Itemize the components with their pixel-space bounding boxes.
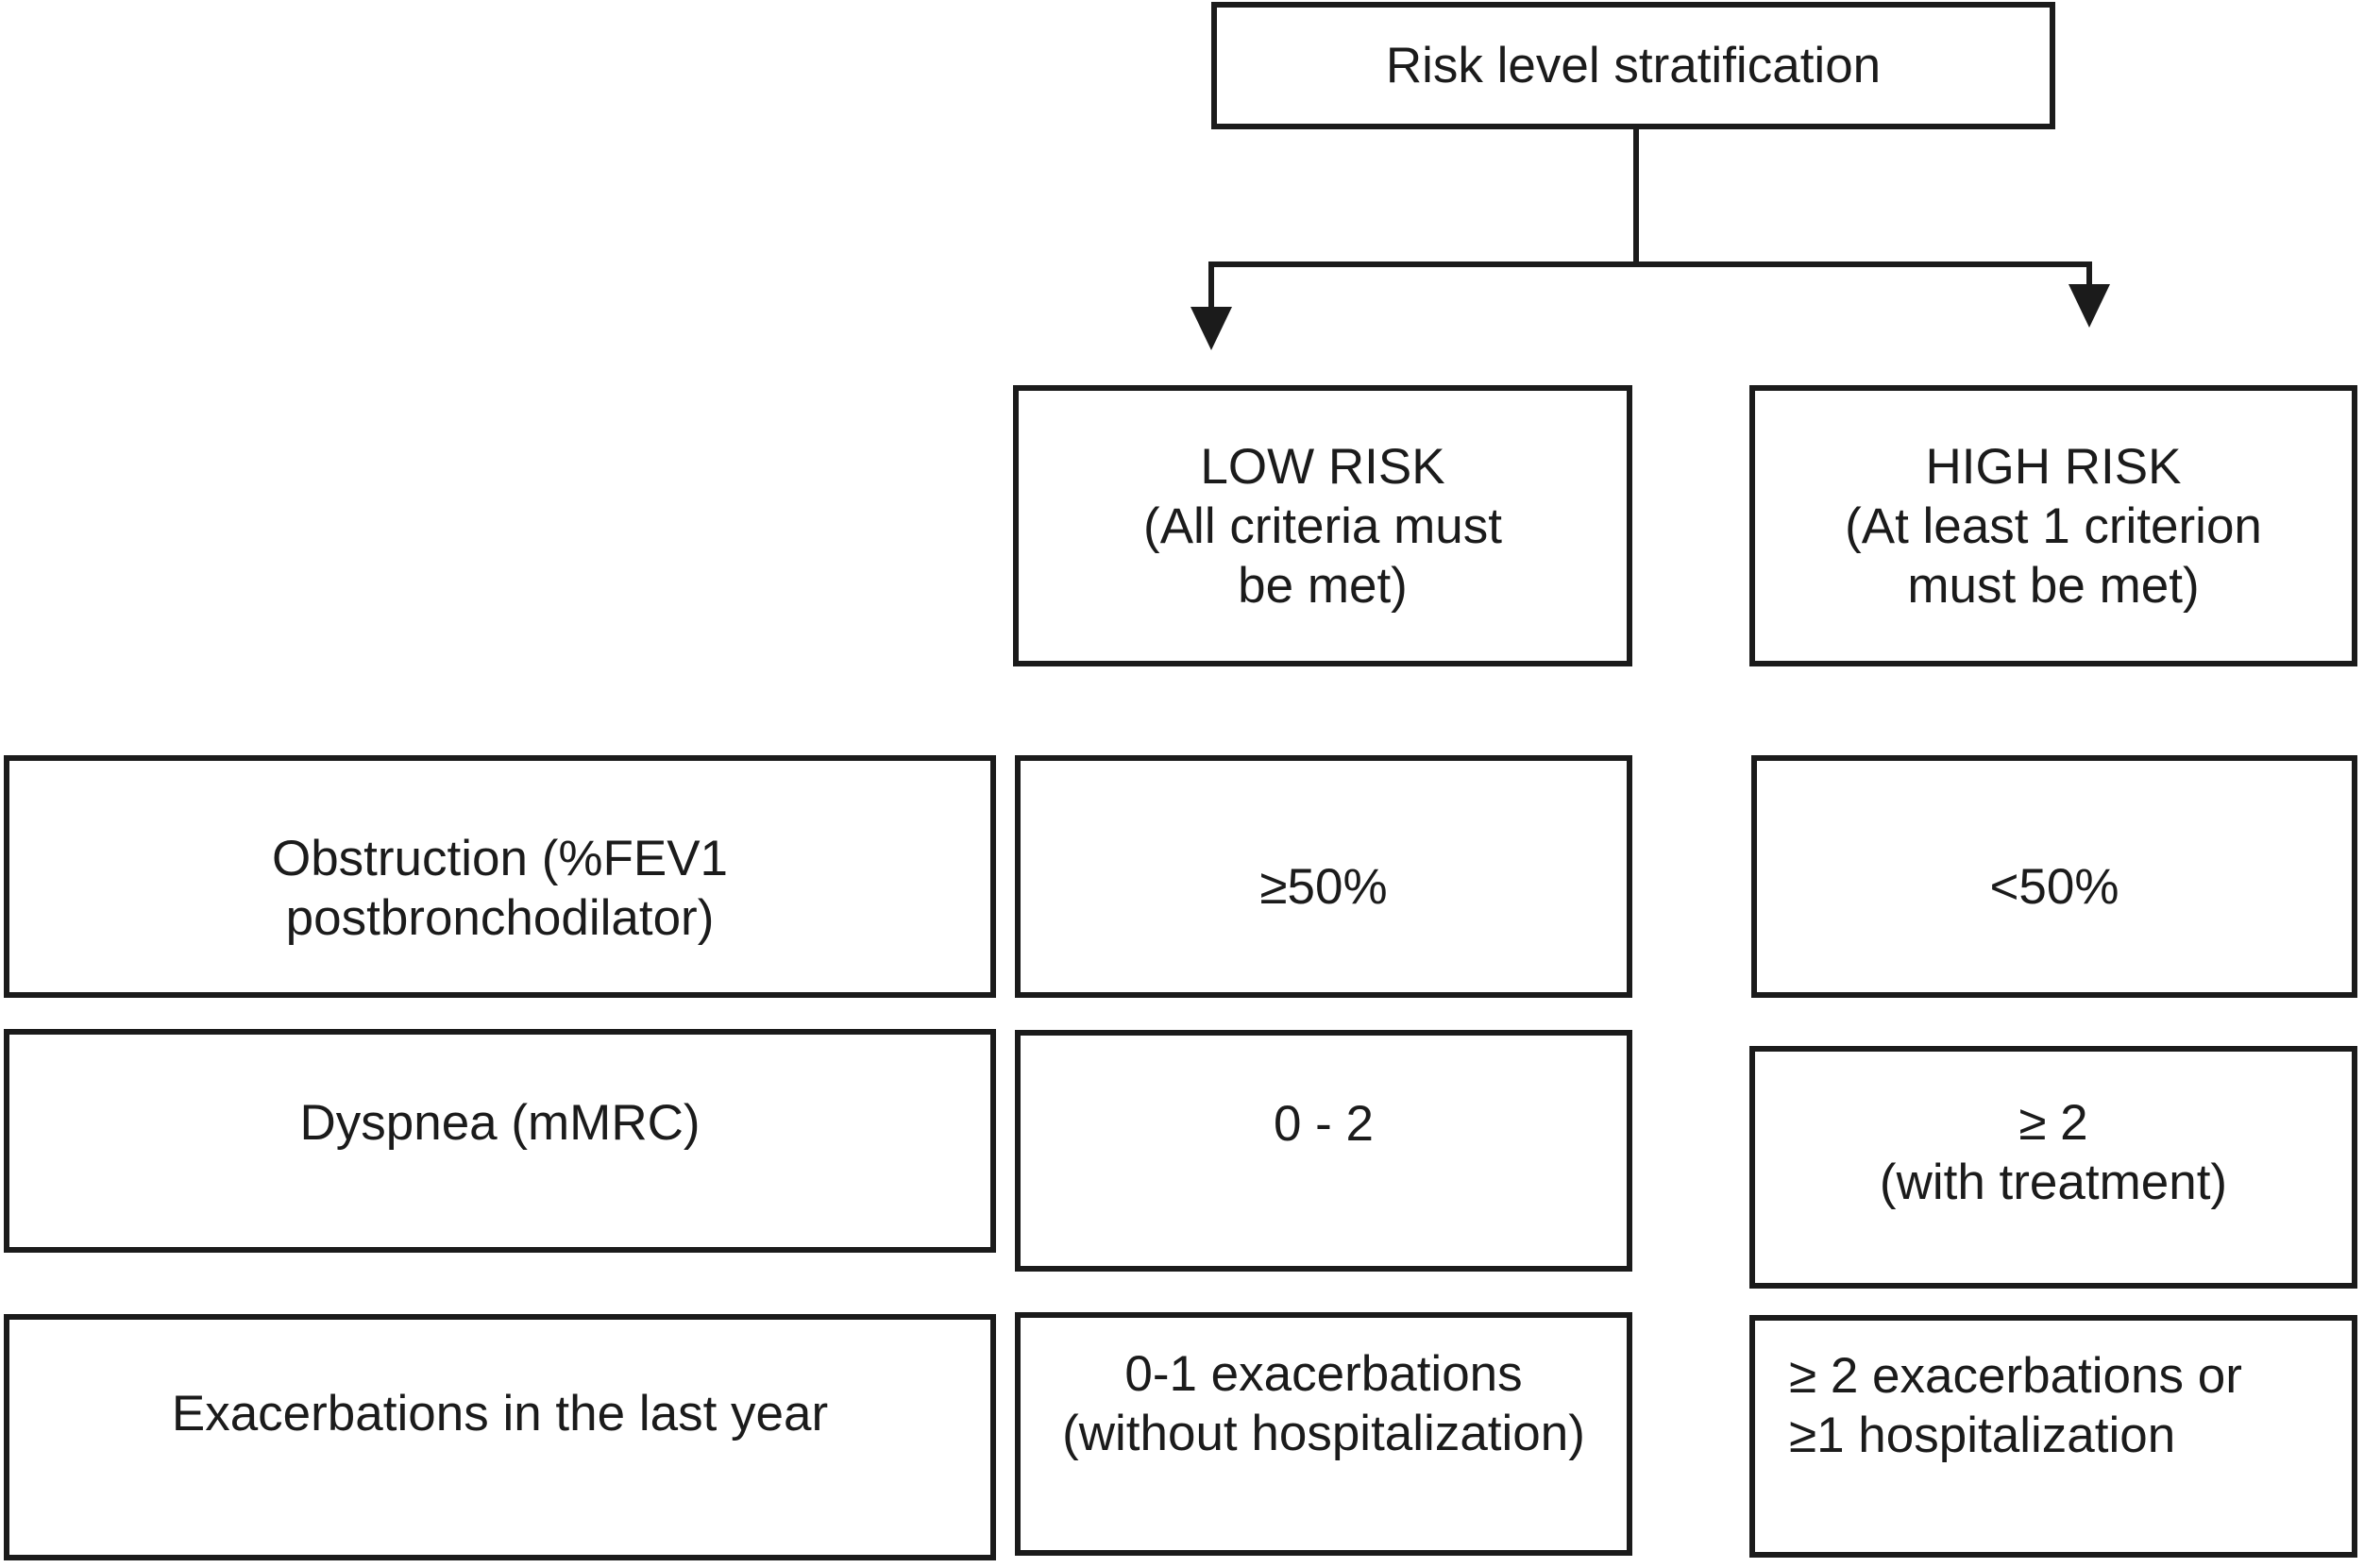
- connector-branch-horizontal: [1208, 261, 2092, 267]
- value-line: <50%: [1989, 859, 2119, 915]
- connector-stem-vertical: [1633, 129, 1639, 264]
- high-risk-box: HIGH RISK (At least 1 criterion must be …: [1749, 385, 2357, 666]
- connector-high-drop: [2086, 267, 2092, 286]
- value-line: 0 - 2: [1273, 1095, 1375, 1152]
- dyspnea-low-value-box: 0 - 2: [1015, 1030, 1632, 1272]
- high-risk-subtitle: (At least 1 criterion: [1845, 497, 2262, 554]
- obstruction-high-value-box: <50%: [1751, 755, 2357, 998]
- criterion-box-exacerbations: Exacerbations in the last year: [4, 1314, 996, 1560]
- obstruction-low-value-box: ≥50%: [1015, 755, 1632, 998]
- value-line: ≥1 hospitalization: [1789, 1408, 2176, 1463]
- low-risk-subtitle: (All criteria must: [1143, 497, 1502, 554]
- arrowhead-down-icon: [2068, 284, 2110, 328]
- value-line: ≥50%: [1259, 859, 1388, 915]
- low-risk-subtitle: be met): [1238, 557, 1408, 614]
- connector-low-drop: [1208, 267, 1214, 309]
- value-line: (without hospitalization): [1062, 1405, 1585, 1461]
- low-risk-box: LOW RISK (All criteria must be met): [1013, 385, 1632, 666]
- criterion-label-line: Exacerbations in the last year: [171, 1386, 829, 1442]
- value-line: 0-1 exacerbations: [1124, 1345, 1523, 1402]
- criterion-box-dyspnea: Dyspnea (mMRC): [4, 1029, 996, 1253]
- criterion-box-obstruction: Obstruction (%FEV1 postbronchodilator): [4, 755, 996, 998]
- exacerbations-low-value-box: 0-1 exacerbations (without hospitalizati…: [1015, 1312, 1632, 1556]
- high-risk-subtitle: must be met): [1907, 557, 2200, 614]
- root-box: Risk level stratification: [1211, 2, 2055, 129]
- value-line: ≥ 2 exacerbations or: [1789, 1348, 2242, 1404]
- criterion-label-line: postbronchodilator): [285, 889, 715, 946]
- value-line: ≥ 2: [2018, 1094, 2088, 1151]
- criterion-label-line: Dyspnea (mMRC): [299, 1095, 701, 1151]
- high-risk-title: HIGH RISK: [1925, 438, 2182, 495]
- dyspnea-high-value-box: ≥ 2 (with treatment): [1749, 1046, 2357, 1289]
- root-box-label: Risk level stratification: [1385, 38, 1882, 93]
- low-risk-title: LOW RISK: [1200, 438, 1445, 495]
- exacerbations-high-value-box: ≥ 2 exacerbations or ≥1 hospitalization: [1749, 1315, 2357, 1558]
- value-line: (with treatment): [1879, 1154, 2228, 1210]
- criterion-label-line: Obstruction (%FEV1: [271, 830, 729, 886]
- arrowhead-down-icon: [1190, 307, 1232, 350]
